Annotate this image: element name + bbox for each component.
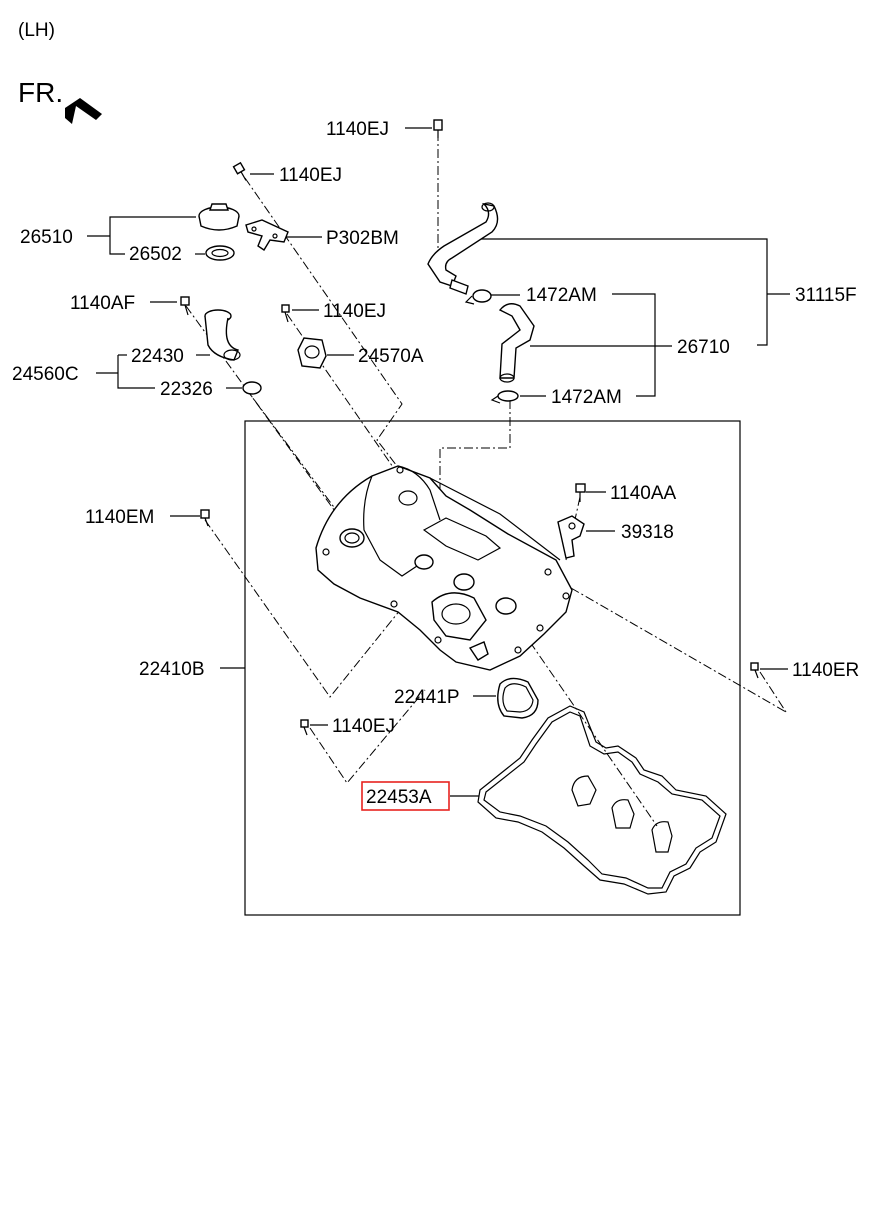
- o-ring-icon: [242, 381, 262, 395]
- label-22430[interactable]: 22430: [131, 346, 184, 367]
- label-26510[interactable]: 26510: [20, 227, 73, 248]
- bracket-icon: [245, 219, 289, 251]
- label-22326[interactable]: 22326: [160, 379, 213, 400]
- leader-lines: [87, 127, 790, 797]
- bolt-icon: [575, 483, 586, 502]
- bolt-icon: [281, 304, 290, 323]
- pcv-plate-icon: [297, 337, 327, 369]
- port-gasket-icon: [497, 677, 539, 719]
- bolt-icon: [300, 719, 309, 736]
- bolt-icon: [232, 161, 247, 181]
- front-arrow-icon: [65, 98, 102, 124]
- gasket-ring-icon: [205, 245, 235, 261]
- filler-tube-icon: [204, 309, 241, 361]
- front-label: FR.: [18, 77, 63, 108]
- label-1140EJ-low[interactable]: 1140EJ: [332, 716, 395, 737]
- label-1140AF[interactable]: 1140AF: [70, 293, 135, 314]
- label-31115F[interactable]: 31115F: [795, 285, 857, 306]
- breather-hose-icon: [427, 202, 499, 295]
- label-1140EM[interactable]: 1140EM: [85, 507, 154, 528]
- bolt-icon: [750, 662, 759, 679]
- label-26502[interactable]: 26502: [129, 244, 182, 265]
- label-1140ER[interactable]: 1140ER: [792, 660, 859, 681]
- label-1140AA[interactable]: 1140AA: [610, 483, 677, 504]
- label-1140EJ-cap[interactable]: 1140EJ: [279, 165, 342, 186]
- label-22441P[interactable]: 22441P: [394, 687, 460, 708]
- bolt-icon: [433, 119, 443, 138]
- hose-clamp-icon: [490, 390, 519, 404]
- hose-clamp-icon: [464, 289, 492, 305]
- label-P302BM[interactable]: P302BM: [326, 228, 399, 249]
- cam-sensor-icon: [557, 515, 585, 559]
- label-39318[interactable]: 39318: [621, 522, 674, 543]
- bolt-icon: [200, 509, 210, 527]
- label-1472AM-upper[interactable]: 1472AM: [526, 285, 597, 306]
- label-24560C[interactable]: 24560C: [12, 364, 79, 385]
- valve-cover-gasket-icon: [477, 705, 727, 895]
- valve-cover-icon: [315, 465, 573, 671]
- label-22410B[interactable]: 22410B: [139, 659, 205, 680]
- routing-lines: [185, 132, 787, 827]
- side-label: (LH): [18, 20, 55, 41]
- filler-cap-icon: [198, 203, 240, 231]
- label-1140EJ-mid[interactable]: 1140EJ: [323, 301, 386, 322]
- label-1472AM-lower[interactable]: 1472AM: [551, 387, 622, 408]
- label-26710[interactable]: 26710: [677, 337, 730, 358]
- bolt-icon: [180, 296, 190, 316]
- label-24570A[interactable]: 24570A: [358, 346, 424, 367]
- highlight-box: [361, 781, 450, 811]
- label-22453A[interactable]: 22453A: [366, 787, 432, 808]
- pcv-hose-icon: [498, 303, 535, 383]
- label-1140EJ-top[interactable]: 1140EJ: [326, 119, 389, 140]
